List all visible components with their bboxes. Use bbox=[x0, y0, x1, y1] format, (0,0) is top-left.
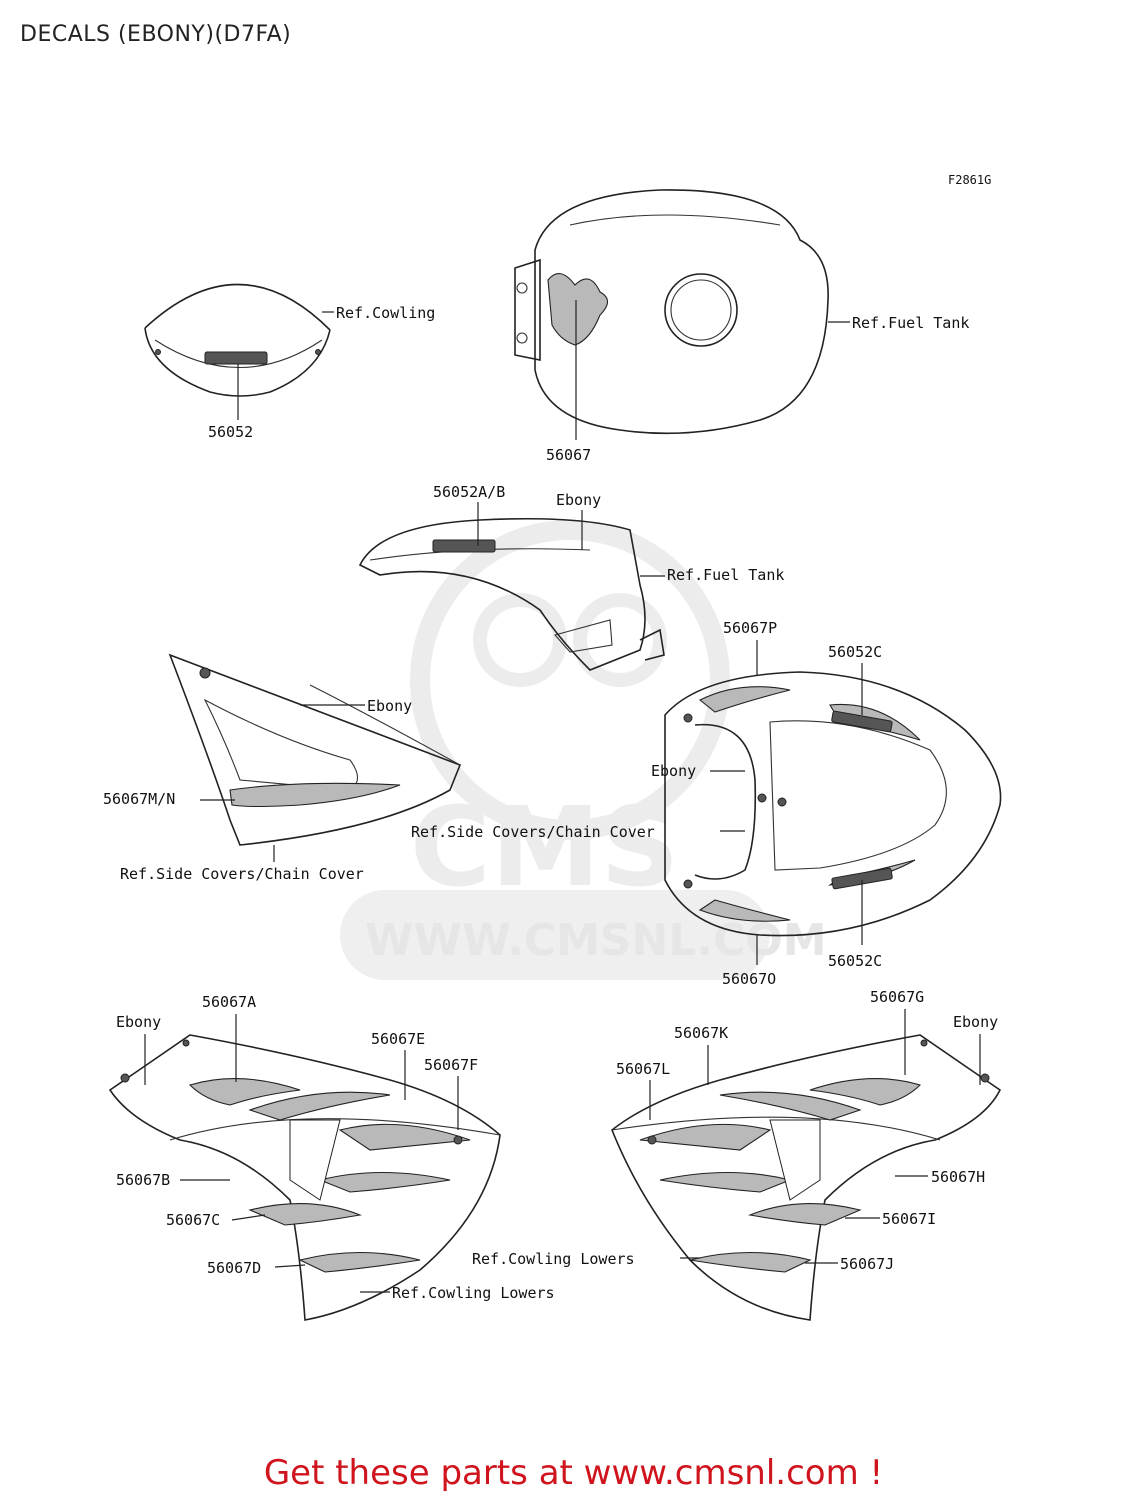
page-title: DECALS (EBONY)(D7FA) bbox=[20, 22, 292, 47]
label-56067e: 56067E bbox=[371, 1030, 425, 1048]
label-56067b: 56067B bbox=[116, 1171, 170, 1189]
watermark-url: WWW.CMSNL.COM bbox=[365, 915, 827, 966]
label-ebony-side: Ebony bbox=[367, 697, 412, 715]
label-56067k: 56067K bbox=[674, 1024, 728, 1042]
label-56067mn: 56067M/N bbox=[103, 790, 175, 808]
right-cowling-lower-part bbox=[611, 1034, 1002, 1321]
label-56052ab: 56052A/B bbox=[433, 483, 505, 501]
fuel-tank-top-part bbox=[514, 189, 829, 435]
label-56067g: 56067G bbox=[870, 988, 924, 1006]
label-ref-cowling-lowers-2: Ref.Cowling Lowers bbox=[472, 1250, 635, 1268]
label-ebony-left: Ebony bbox=[116, 1013, 161, 1031]
label-ref-side-covers-1: Ref.Side Covers/Chain Cover bbox=[411, 823, 655, 841]
footer-link[interactable]: Get these parts at www.cmsnl.com ! bbox=[263, 1453, 884, 1493]
label-56067l: 56067L bbox=[616, 1060, 670, 1078]
label-56052: 56052 bbox=[208, 423, 253, 441]
label-56067j: 56067J bbox=[840, 1255, 894, 1273]
seat-cowl-part bbox=[664, 671, 1002, 937]
fuel-tank-side-part bbox=[358, 517, 665, 671]
label-ebony-seat: Ebony bbox=[651, 762, 696, 780]
label-56067: 56067 bbox=[546, 446, 591, 464]
figure-code: F2861G bbox=[948, 173, 991, 187]
side-cover-part bbox=[168, 653, 462, 846]
label-56067c: 56067C bbox=[166, 1211, 220, 1229]
label-ref-fuel-tank-1: Ref.Fuel Tank bbox=[852, 314, 969, 332]
watermark: CMS WWW.CMSNL.COM bbox=[340, 520, 827, 980]
label-56067p: 56067P bbox=[723, 619, 777, 637]
label-ref-cowling-lowers-1: Ref.Cowling Lowers bbox=[392, 1284, 555, 1302]
label-ebony-right: Ebony bbox=[953, 1013, 998, 1031]
label-56052c-bottom: 56052C bbox=[828, 952, 882, 970]
watermark-brand: CMS bbox=[410, 783, 679, 911]
label-56067o: 56067O bbox=[722, 970, 776, 988]
label-ref-side-covers-2: Ref.Side Covers/Chain Cover bbox=[120, 865, 364, 883]
cowling-part bbox=[144, 283, 331, 397]
label-ref-fuel-tank-2: Ref.Fuel Tank bbox=[667, 566, 784, 584]
label-ref-cowling: Ref.Cowling bbox=[336, 304, 435, 322]
label-56067a: 56067A bbox=[202, 993, 256, 1011]
label-56067f: 56067F bbox=[424, 1056, 478, 1074]
label-56067h: 56067H bbox=[931, 1168, 985, 1186]
label-ebony-tank: Ebony bbox=[556, 491, 601, 509]
label-56052c-top: 56052C bbox=[828, 643, 882, 661]
label-56067d: 56067D bbox=[207, 1259, 261, 1277]
label-56067i: 56067I bbox=[882, 1210, 936, 1228]
left-cowling-lower-part bbox=[108, 1034, 501, 1321]
parts-diagram: CMS WWW.CMSNL.COM F2861G Ref.Cowling 560… bbox=[103, 173, 1002, 1321]
